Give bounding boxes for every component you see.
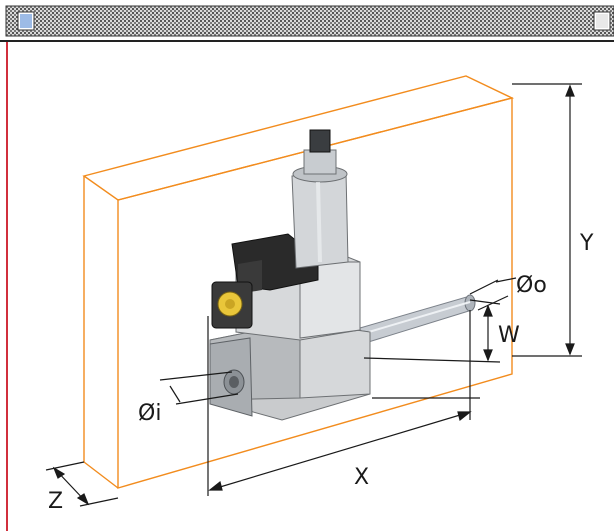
dimension-w	[363, 299, 501, 363]
dimension-x	[207, 310, 480, 496]
label-z: Z	[48, 489, 63, 514]
dimension-z	[45, 461, 119, 507]
label-w: W	[498, 323, 520, 348]
window-zoom-box-icon[interactable]	[593, 11, 611, 31]
dimension-y	[512, 83, 582, 357]
label-x: X	[354, 465, 369, 490]
dimension-outlet	[469, 277, 517, 311]
window-close-box-icon[interactable]	[17, 11, 35, 31]
gas-valve-illustration	[209, 129, 476, 421]
label-inlet-diameter: Øi	[138, 401, 161, 426]
dimension-inlet	[159, 371, 239, 405]
window-titlebar[interactable]	[0, 0, 614, 42]
window-left-edge	[6, 42, 8, 531]
label-y: Y	[579, 231, 594, 256]
outlet-pipe	[359, 294, 476, 345]
dimension-lines	[45, 83, 582, 507]
dimension-diagram: Y W Øo X Øi Z	[45, 75, 594, 514]
label-outlet-diameter: Øo	[516, 273, 547, 298]
bounding-box	[82, 75, 515, 489]
